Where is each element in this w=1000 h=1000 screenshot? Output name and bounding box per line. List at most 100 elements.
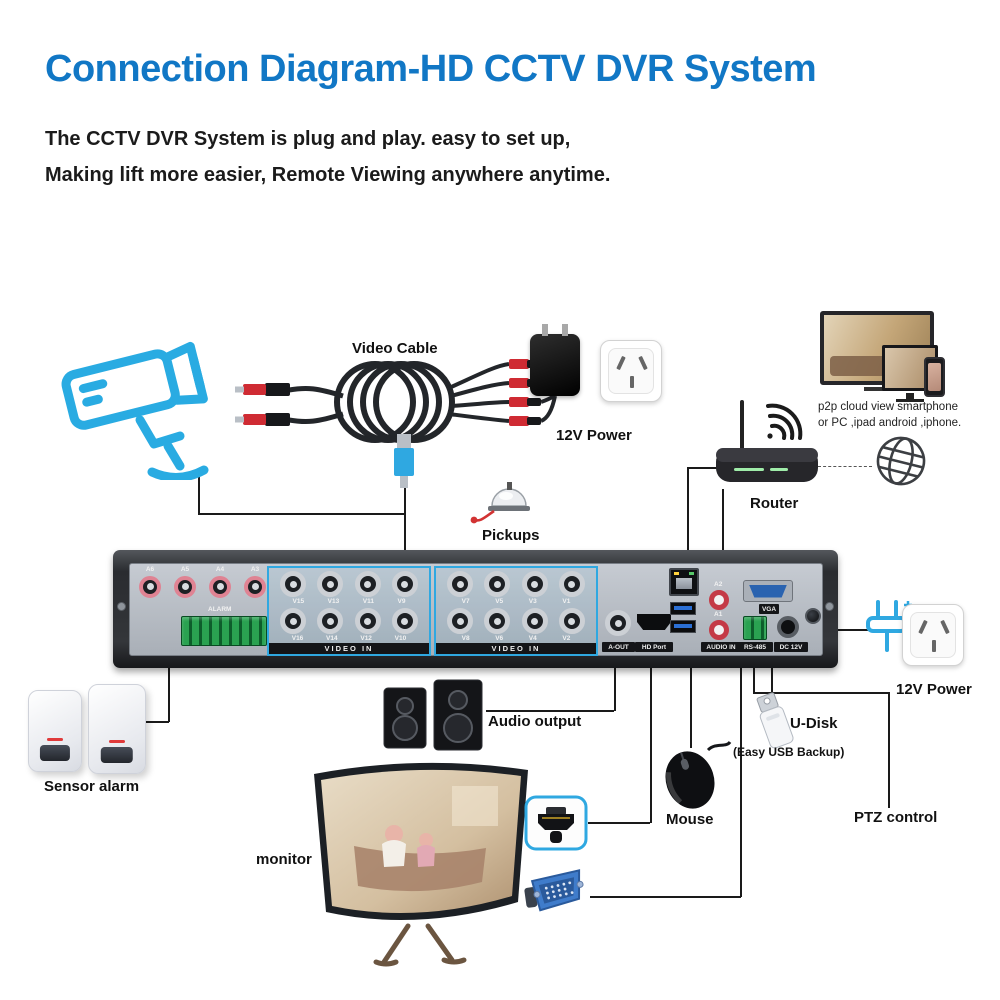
usb-port-2 xyxy=(670,620,696,633)
connector-router-vertical-1 xyxy=(687,467,689,552)
port-label: V10 xyxy=(394,635,407,642)
hdmi-connector-icon xyxy=(524,795,588,851)
connector-router-vertical-2 xyxy=(722,489,724,552)
hdmi-port xyxy=(637,614,671,630)
bnc-port-v15 xyxy=(280,571,307,597)
sensor-led xyxy=(109,740,125,743)
port-label: V3 xyxy=(528,598,537,605)
power-right-label: 12V Power xyxy=(896,681,972,698)
bnc-port-v6 xyxy=(484,608,511,634)
port-label: A2 xyxy=(714,581,723,588)
video-in-strip: VIDEO IN xyxy=(269,643,429,654)
p2p-text-line-1: p2p cloud view smartphone xyxy=(818,401,958,413)
mouse-icon xyxy=(665,740,732,809)
audio-output-label: Audio output xyxy=(488,713,582,730)
a-out-strip: A-OUT xyxy=(602,642,635,652)
pickups-label: Pickups xyxy=(482,527,540,544)
smartphone xyxy=(924,357,945,397)
port-label: A3 xyxy=(250,566,260,573)
video-cable-label: Video Cable xyxy=(352,340,438,357)
port-label: V13 xyxy=(327,598,340,605)
connector-camera-vertical xyxy=(198,476,200,514)
usb-port-1 xyxy=(670,602,696,615)
audio-out-port: A5 xyxy=(174,566,196,598)
connector-mouse-vertical xyxy=(690,668,692,748)
hd-port-strip: HD Port xyxy=(635,642,673,652)
bnc-port-v11 xyxy=(354,571,381,597)
port-label: V6 xyxy=(495,635,504,642)
bnc-port-v4 xyxy=(521,608,548,634)
audio-in-rca-1 xyxy=(709,590,729,610)
port-label: V5 xyxy=(495,598,504,605)
connector-router-internet-dashed xyxy=(818,466,872,467)
adapter-prong xyxy=(542,324,548,336)
port-label: V7 xyxy=(461,598,470,605)
bnc-port-v8 xyxy=(447,608,474,634)
rs485-strip: RS-485 xyxy=(737,642,773,652)
rca-port-a6 xyxy=(139,575,161,598)
subtitle-line-2: Making lift more easier, Remote Viewing … xyxy=(45,164,611,186)
outlet-slot xyxy=(918,619,928,635)
sensor-window xyxy=(100,747,134,763)
bnc-row xyxy=(269,608,429,634)
mouse-label: Mouse xyxy=(666,811,714,828)
subtitle-line-1: The CCTV DVR System is plug and play. ea… xyxy=(45,128,571,150)
connector-udisk-vertical xyxy=(771,668,773,702)
power-adapter-icon xyxy=(530,324,580,396)
connector-ptz-horizontal xyxy=(753,692,889,694)
outlet-slot xyxy=(932,640,936,652)
connector-vga-horizontal xyxy=(590,896,741,898)
port-label: V1 xyxy=(562,598,571,605)
speakers-icon xyxy=(383,679,483,751)
monitor-label: monitor xyxy=(256,851,312,868)
screw xyxy=(825,602,834,611)
dvr-audio-out-group: A6 A5 A4 A3 xyxy=(139,566,266,598)
audio-out-port: A6 xyxy=(139,566,161,598)
bnc-row xyxy=(269,571,429,597)
bnc-labels: V7 V5 V3 V1 xyxy=(436,598,596,605)
power-plug-icon xyxy=(866,600,912,652)
outlet-slot xyxy=(940,619,950,635)
connector-ptz-vertical-2 xyxy=(888,692,890,808)
rca-port-a4 xyxy=(209,575,231,598)
bnc-port-v13 xyxy=(317,571,344,597)
rca-port-a3 xyxy=(244,575,266,598)
audio-out-port: A3 xyxy=(244,566,266,598)
bnc-row xyxy=(436,571,596,597)
power-button xyxy=(805,608,821,624)
usb-flash-drive-icon xyxy=(756,692,794,749)
connector-hdmi-vertical xyxy=(650,668,652,823)
tv-stand xyxy=(864,387,894,391)
power-top-label: 12V Power xyxy=(556,427,632,444)
connector-audioout-horizontal xyxy=(486,710,614,712)
connector-sensor-horizontal xyxy=(140,721,169,723)
connector-camera-horizontal xyxy=(198,513,406,515)
udisk-sub-label: (Easy USB Backup) xyxy=(733,745,845,759)
outlet-slot xyxy=(630,376,634,388)
audio-out-port: A4 xyxy=(209,566,231,598)
port-label: V16 xyxy=(291,635,304,642)
video-in-strip: VIDEO IN xyxy=(436,643,596,654)
port-label: V11 xyxy=(362,598,374,605)
connector-bnc-to-dvr xyxy=(404,488,406,552)
port-label: V4 xyxy=(528,635,537,642)
bnc-port-v7 xyxy=(447,571,474,597)
rs485-terminal xyxy=(743,616,767,640)
port-label: A5 xyxy=(180,566,190,573)
sensor-alarm-label: Sensor alarm xyxy=(44,778,140,795)
router-label: Router xyxy=(750,495,799,512)
alarm-label: ALARM xyxy=(208,606,232,613)
bnc-port-v2 xyxy=(558,608,585,634)
adapter-prong xyxy=(562,324,568,336)
connector-vga-vertical xyxy=(740,668,742,897)
outlet-slot xyxy=(638,355,648,371)
ptz-control-label: PTZ control xyxy=(854,809,938,826)
pc-monitor-stand xyxy=(906,393,914,399)
port-label: V12 xyxy=(360,635,372,642)
port-label: V15 xyxy=(292,598,305,605)
